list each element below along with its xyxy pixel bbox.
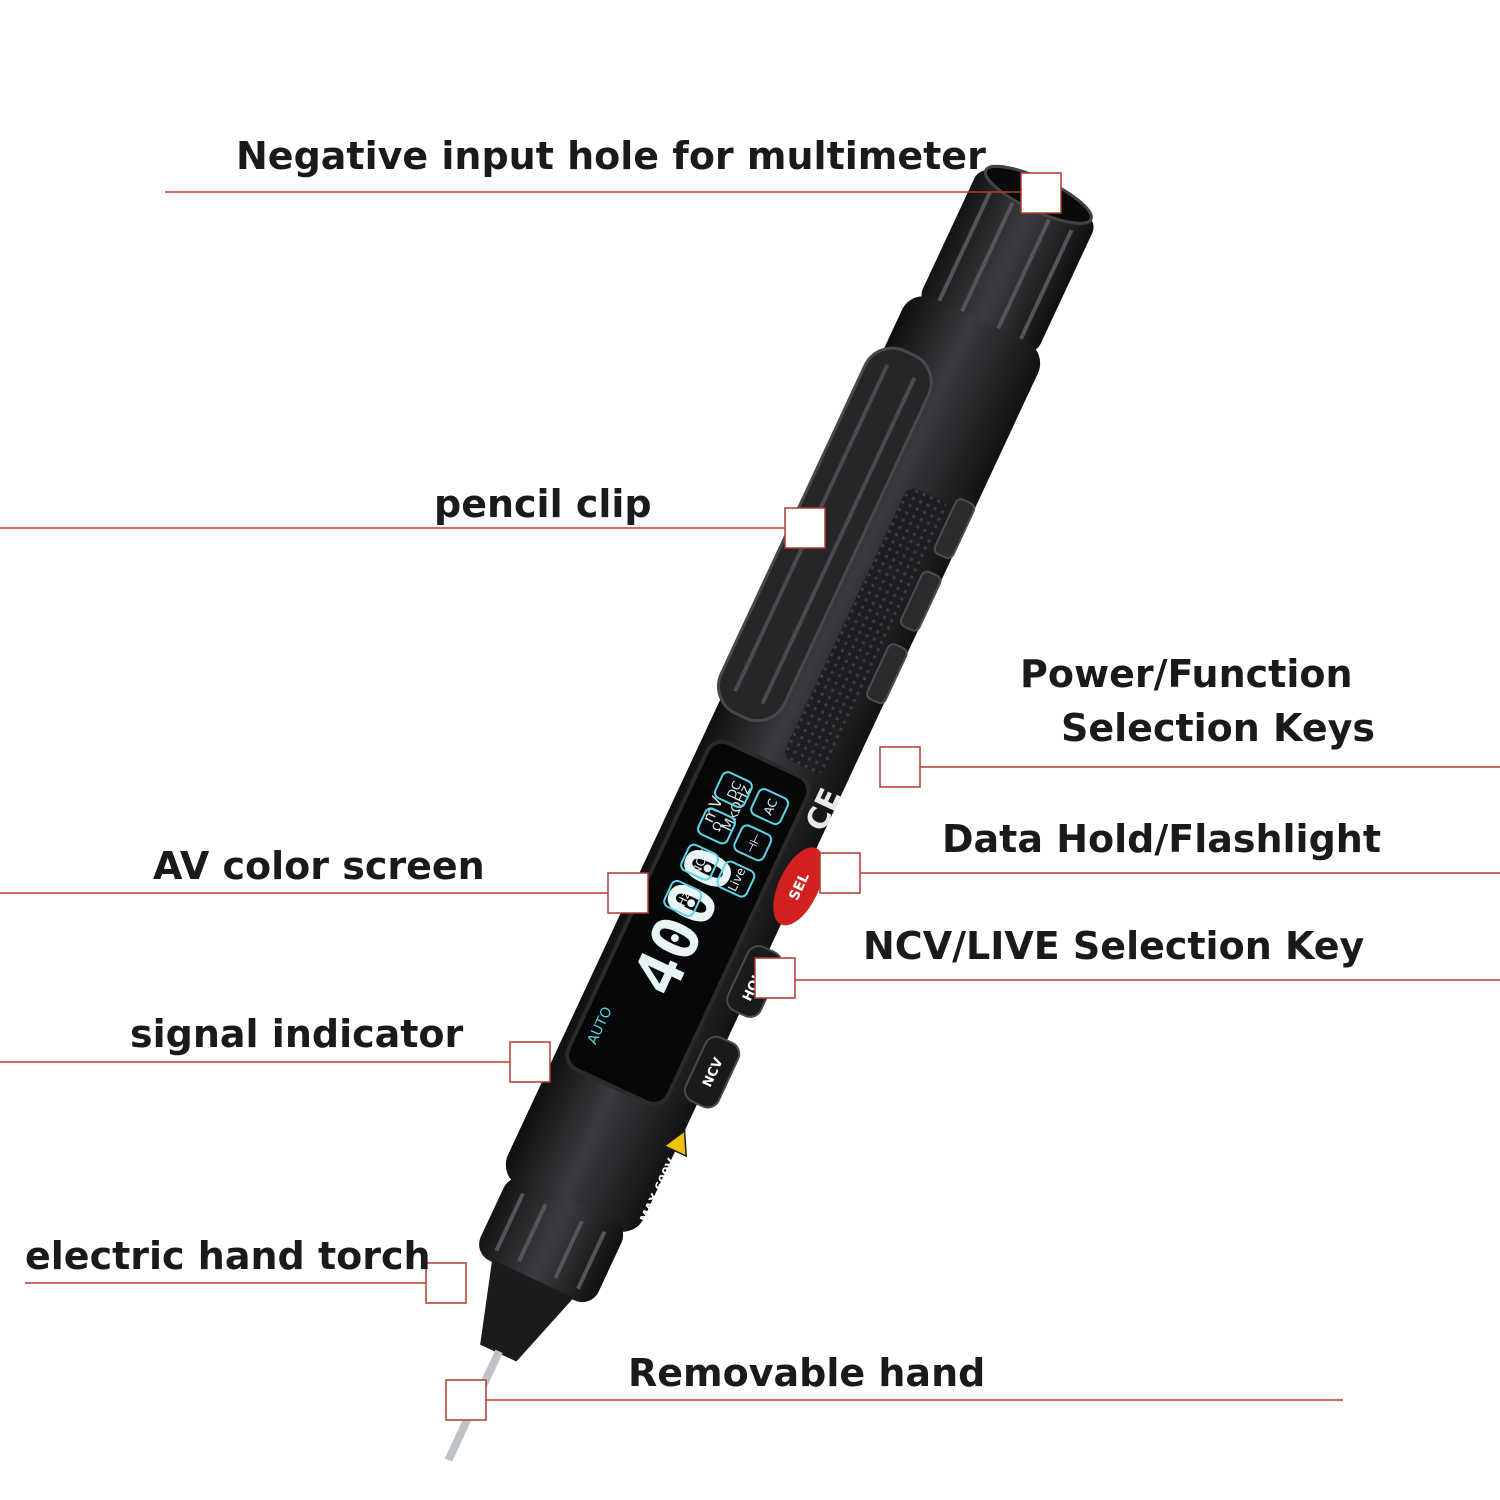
label-signal-indicator: signal indicator xyxy=(130,1012,464,1056)
markers xyxy=(425,172,1062,1421)
torch-tip xyxy=(480,1259,574,1362)
screen-mode-box xyxy=(680,843,720,881)
label-power-function-1: Power/Function xyxy=(1020,652,1353,696)
marker-pencil-clip xyxy=(784,507,826,549)
label-removable-hand: Removable hand xyxy=(628,1351,986,1395)
marker-ncv-live xyxy=(754,957,796,999)
grip-knurl xyxy=(785,488,947,774)
screen-mode-box xyxy=(697,807,736,845)
screen-mode-box xyxy=(713,771,753,809)
label-hand-torch: electric hand torch xyxy=(25,1234,431,1278)
pen-body xyxy=(444,164,1094,1462)
marker-removable-hand xyxy=(445,1379,487,1421)
marker-signal-indicator xyxy=(509,1041,551,1083)
marker-negative-input xyxy=(1020,172,1062,214)
marker-hand-torch xyxy=(425,1262,467,1304)
sel-button[interactable] xyxy=(763,840,835,933)
label-power-function-2: Selection Keys xyxy=(1061,706,1375,750)
screen-mode-box xyxy=(716,860,756,898)
side-ribs xyxy=(866,498,976,705)
screen-mode-label: DC xyxy=(724,779,744,801)
label-data-hold: Data Hold/Flashlight xyxy=(942,817,1382,861)
label-ncv-live: NCV/LIVE Selection Key xyxy=(863,924,1365,968)
screen-mode-box xyxy=(733,824,773,862)
label-pencil-clip: pencil clip xyxy=(434,482,652,526)
ncv-button[interactable] xyxy=(681,1033,743,1112)
cap-ridges xyxy=(937,191,1074,340)
marker-power-function xyxy=(879,746,921,788)
leader-lines xyxy=(0,191,1500,1401)
screen-mode-box xyxy=(750,788,790,826)
label-av-screen: AV color screen xyxy=(153,844,485,888)
screen-mode-box xyxy=(663,879,703,917)
label-negative-input: Negative input hole for multimeter xyxy=(236,134,986,178)
screen-mode-label: Hz xyxy=(674,889,693,909)
marker-data-hold xyxy=(819,852,861,894)
warning-icon xyxy=(662,1129,687,1158)
screen-mode-label: AC xyxy=(761,797,781,818)
marker-av-screen xyxy=(607,872,649,914)
